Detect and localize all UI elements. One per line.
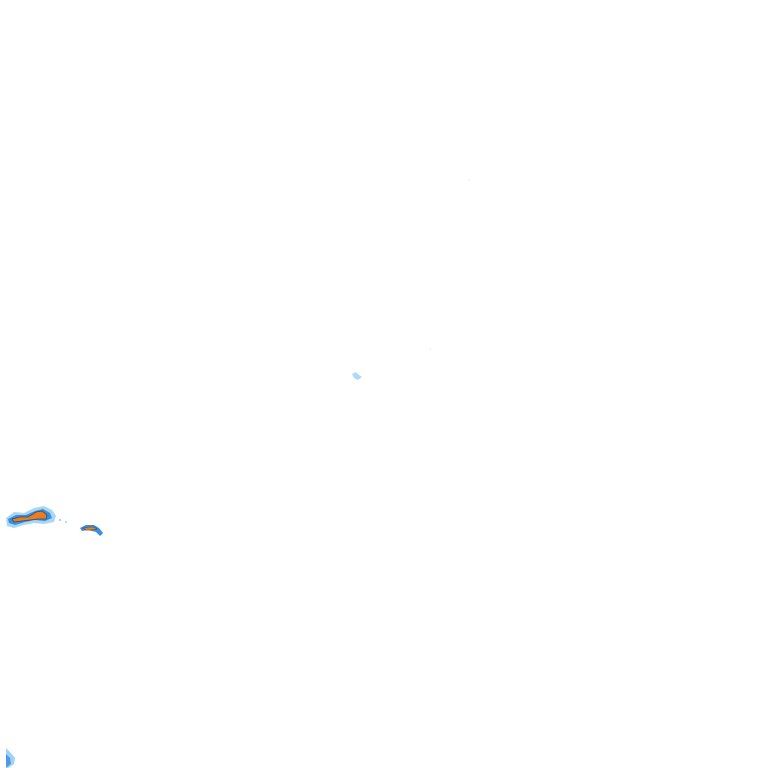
echo-cluster-west: [6, 506, 67, 528]
echo-speck-center: [352, 179, 470, 380]
echo-light-speck: [65, 521, 67, 523]
echo-light-speck: [58, 518, 62, 522]
echo-medium-band: [6, 754, 11, 767]
echo-light-speck: [352, 372, 362, 380]
echo-heavy-core: [11, 510, 48, 523]
echo-heavy-core: [82, 526, 98, 531]
echo-cluster-east: [80, 525, 103, 536]
echo-light-dot: [429, 348, 431, 350]
echo-light-dot: [468, 179, 470, 181]
echo-edge-bottom-left: [6, 748, 15, 768]
echo-medium-band: [80, 525, 103, 536]
